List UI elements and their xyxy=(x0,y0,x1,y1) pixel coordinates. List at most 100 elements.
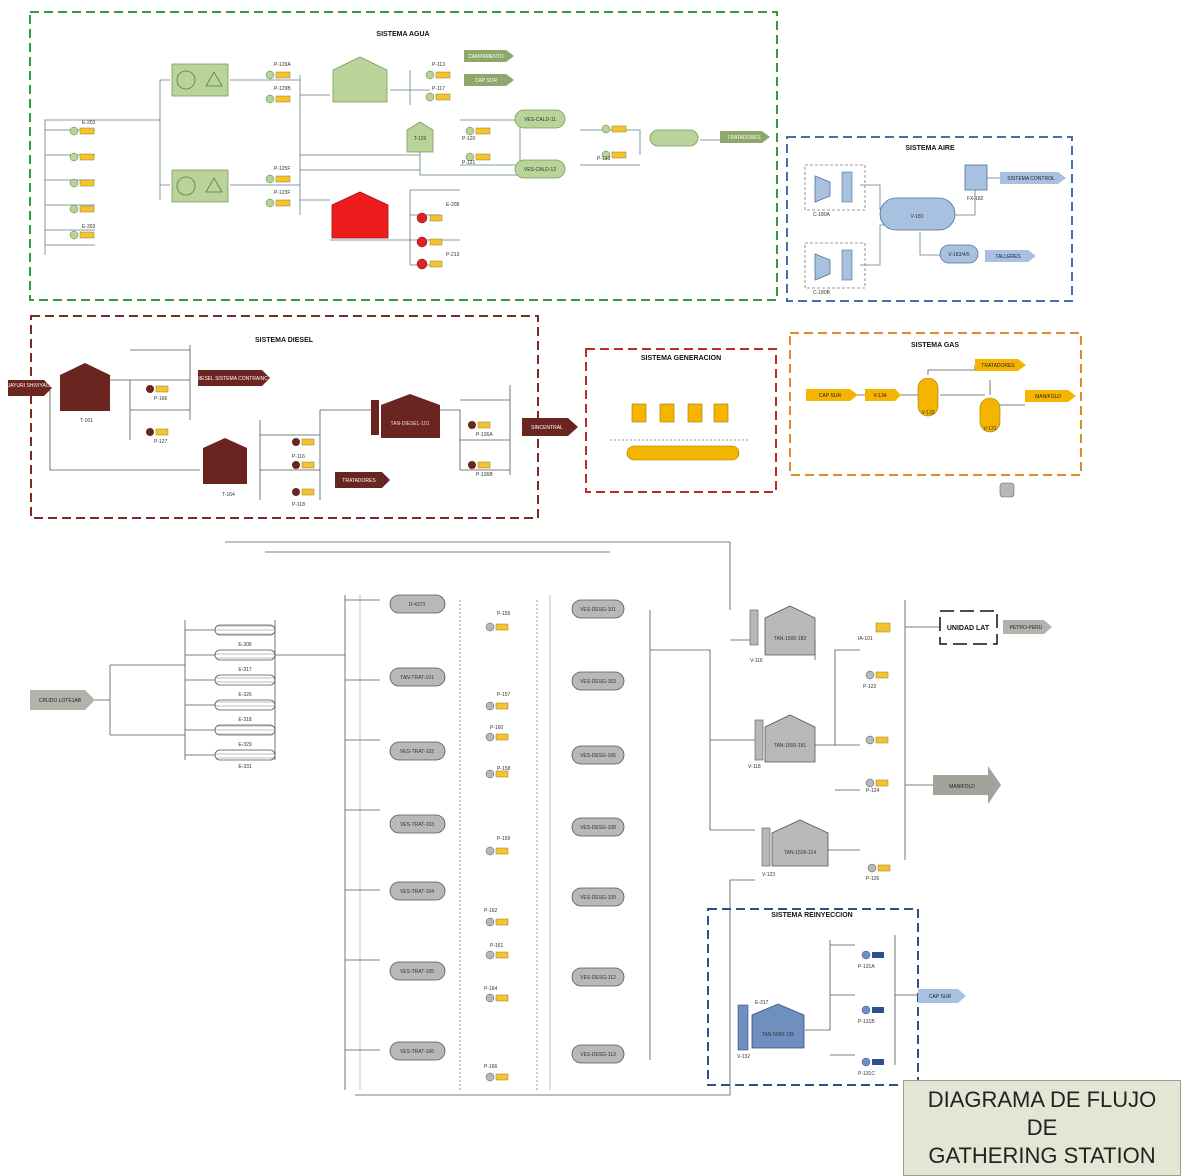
fx-182-dryer xyxy=(964,164,988,191)
treater-vessels: D-4373 TAN-TRAT-101 VES-TRAT-102 VES-TRA… xyxy=(389,594,446,1061)
arrow-sistema-control: SISTEMA CONTROL xyxy=(1000,172,1066,184)
p-123f-label: P-123F xyxy=(274,190,290,196)
exchanger-e-318 xyxy=(214,699,276,711)
p-129a-label: P-129A xyxy=(274,62,291,68)
t-119-tank xyxy=(406,121,434,153)
left-vessel-7-label: VES-TRAT-106 xyxy=(400,1049,434,1055)
c-180b-label: C-180B xyxy=(813,290,831,296)
sincentral-label: SINCENTRAL xyxy=(531,425,563,431)
p-136a-label: P-136A xyxy=(476,432,493,438)
gas-title: SISTEMA GAS xyxy=(911,342,959,349)
left-vessel-4-label: VES-TRAT-103 xyxy=(400,822,434,828)
p-124-label: P-124 xyxy=(866,788,880,794)
generacion-title: SISTEMA GENERACION xyxy=(641,355,721,362)
e-317-label: E-317 xyxy=(238,667,252,673)
arrow-cap-sur-gas: CAP SUR xyxy=(806,389,858,401)
right-vessel-3-label: VES-DESG-106 xyxy=(580,753,616,759)
p-131b-label: P-131B xyxy=(858,1019,875,1025)
e-329-label: E-329 xyxy=(238,742,252,748)
gas-meter xyxy=(999,482,1015,498)
t-161-label: T-161 xyxy=(80,418,93,424)
p-213-label: P-213 xyxy=(446,252,460,258)
filter-unit-1 xyxy=(171,63,229,97)
t-164-tank xyxy=(203,438,247,484)
cap-sur-agua-label: CAP SUR xyxy=(475,78,498,84)
tratadores-gas-label: TRATADORES xyxy=(981,363,1015,369)
arrow-cap-sur-reinyeccion: CAP SUR xyxy=(918,989,966,1003)
right-vessel-4-label: VES-DESG-108 xyxy=(580,825,616,831)
exchanger-e-329 xyxy=(214,724,276,736)
e-331-label: E-331 xyxy=(238,764,252,770)
ves-cald-11-label: VES-CALD-11 xyxy=(524,117,556,123)
aire-border xyxy=(786,136,1073,302)
p-158-label: P-158 xyxy=(497,766,511,772)
sistema-reinyeccion: SISTEMA REINYECCION TAN-5000-135 E-317 V… xyxy=(707,908,966,1086)
p-126-label: P-126 xyxy=(866,876,880,882)
v-132-label: V-132 xyxy=(737,1054,750,1060)
diesel-title: SISTEMA DIESEL xyxy=(255,337,314,344)
arrow-sincentral: SINCENTRAL xyxy=(522,418,578,436)
p-157-label: P-157 xyxy=(497,692,511,698)
right-vessel-7-label: VES-DESG-113 xyxy=(580,1052,616,1058)
t-164-label: T-164 xyxy=(222,492,235,498)
p-159-label: P-159 xyxy=(497,836,511,842)
tan-1500-181 xyxy=(764,714,816,763)
arrow-tratadores-agua: TRATADORES xyxy=(720,131,770,143)
reinyeccion-title: SISTEMA REINYECCION xyxy=(771,912,852,919)
ia-101-label: IA-101 xyxy=(858,636,873,642)
v-118-label: V-118 xyxy=(748,764,761,770)
ves-cald-11 xyxy=(514,109,566,129)
red-storage-tank xyxy=(331,191,389,239)
transfer-pumps: P-155 P-157 P-160 P-158 P-159 P-162 P-16… xyxy=(484,611,511,1082)
arrow-crudo: CRUDO LOTE1AB xyxy=(30,690,95,710)
sistema-control-label: SISTEMA CONTROL xyxy=(1007,176,1055,182)
p-127-label: P-127 xyxy=(154,439,168,445)
right-vessel-2-label: VES-DESG-103 xyxy=(580,679,616,685)
agua-final-vessel xyxy=(649,129,699,147)
degasser-vessels: VES-DESG-101 VES-DESG-103 VES-DESG-106 V… xyxy=(571,599,625,1064)
compressor-c-180b xyxy=(814,253,831,281)
reinyeccion-tank xyxy=(751,1003,805,1049)
petroperu-label: PETRO-PERU xyxy=(1010,625,1043,631)
sistema-diesel: SISTEMA DIESEL TAN-DIESEL-101 T-161 T-16… xyxy=(3,315,578,519)
exchanger-e-331 xyxy=(214,749,276,761)
exchanger-e-317 xyxy=(214,649,276,661)
v-131-label: V-131 xyxy=(983,426,996,432)
t-161-tank xyxy=(60,363,110,411)
v-134-label: V-134 xyxy=(873,393,886,399)
e-306-label: E-306 xyxy=(238,642,252,648)
compressor-c-180a xyxy=(814,175,831,203)
v-183-label: V-183/4/5 xyxy=(948,252,970,258)
tan-183-label: TAN-1500-183 xyxy=(774,636,807,642)
tan-114-label: TAN-1500-114 xyxy=(784,850,816,856)
arrow-petroperu: PETRO-PERU xyxy=(1003,620,1052,634)
exchanger-e-306 xyxy=(214,624,276,636)
arrow-huayuri: HUAYURI SHIVIYACU xyxy=(3,380,53,396)
agua-title: SISTEMA AGUA xyxy=(376,31,429,38)
agua-border xyxy=(29,11,778,301)
e-208-label: E-208 xyxy=(446,202,460,208)
arrow-contraincendio: DIESEL SISTEMA CONTRAINC xyxy=(196,370,270,386)
filter-unit-2 xyxy=(171,169,229,203)
tan-181-label: TAN-1500-181 xyxy=(774,743,807,749)
manifold-gas-label: MANIFOLD xyxy=(1035,394,1061,400)
v-133-scrubber xyxy=(917,377,939,417)
gas-border xyxy=(789,332,1082,476)
generation-header-vessel xyxy=(626,445,740,461)
p-161-label: P-161 xyxy=(490,943,504,949)
arrow-talleres: TALLERES xyxy=(985,250,1036,262)
v-183-vessels xyxy=(939,244,979,264)
e-326-label: E-326 xyxy=(238,692,252,698)
diagram-title-block: DIAGRAMA DE FLUJO DE GATHERING STATION xyxy=(903,1080,1181,1176)
title-line-1: DIAGRAMA DE FLUJO xyxy=(927,1087,1157,1112)
ves-cald-12-label: VES-CALD-12 xyxy=(524,167,556,173)
arrow-tratadores-diesel: TRATADORES xyxy=(335,472,390,488)
right-vessel-5-label: VES-DESG-109 xyxy=(580,895,616,901)
p-117-label: P-117 xyxy=(432,86,445,92)
sistema-agua: SISTEMA AGUA T-119 VES-CALD-11 VES-CALD-… xyxy=(29,11,778,301)
tratadores-diesel-label: TRATADORES xyxy=(342,478,376,484)
right-vessel-1-label: VES-DESG-101 xyxy=(580,607,616,613)
arrow-campamento: CAMPAMENTO xyxy=(464,50,514,62)
arrow-cap-sur-agua: CAP SUR xyxy=(464,74,514,86)
process-area: CRUDO LOTE1AB E-306 E-317 E-326 E-318 E-… xyxy=(30,541,1052,1096)
